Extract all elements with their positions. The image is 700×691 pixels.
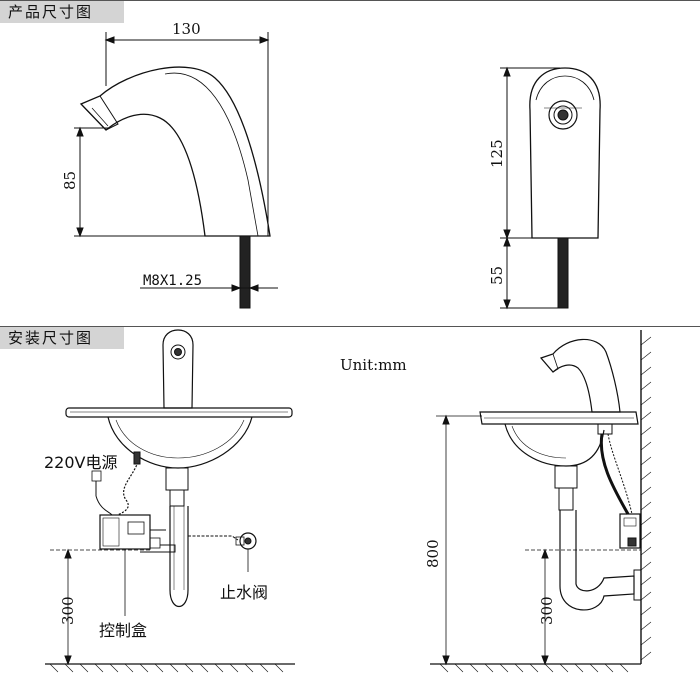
product-dimensions-title: 产品尺寸图	[0, 1, 124, 23]
thread-label: M8X1.25	[143, 273, 202, 289]
faucet-front-view	[529, 67, 601, 309]
dim-85-label: 85	[61, 171, 79, 190]
thread-callout	[140, 284, 278, 292]
dim-55-label: 55	[488, 266, 506, 285]
control-box-label: 控制盒	[99, 621, 147, 640]
install-front-view	[45, 329, 295, 673]
dim-125-label: 125	[488, 139, 506, 168]
dim-125-55	[500, 66, 560, 310]
dim-85	[74, 126, 205, 238]
dim-300-right-label: 300	[538, 596, 556, 625]
dim-300-left-label: 300	[59, 596, 77, 625]
install-side-view	[430, 330, 652, 673]
installation-dimensions-header: 安装尺寸图	[0, 326, 700, 351]
installation-dimensions-title: 安装尺寸图	[0, 327, 124, 349]
dim-130-label: 130	[172, 20, 201, 38]
dim-800-label: 800	[424, 539, 442, 568]
faucet-side-view	[79, 66, 271, 309]
stop-valve-label: 止水阀	[220, 583, 268, 602]
unit-label: Unit:mm	[340, 356, 407, 374]
power-label: 220V电源	[44, 453, 118, 472]
dim-130	[104, 32, 270, 236]
product-dimensions-header: 产品尺寸图	[0, 0, 700, 25]
